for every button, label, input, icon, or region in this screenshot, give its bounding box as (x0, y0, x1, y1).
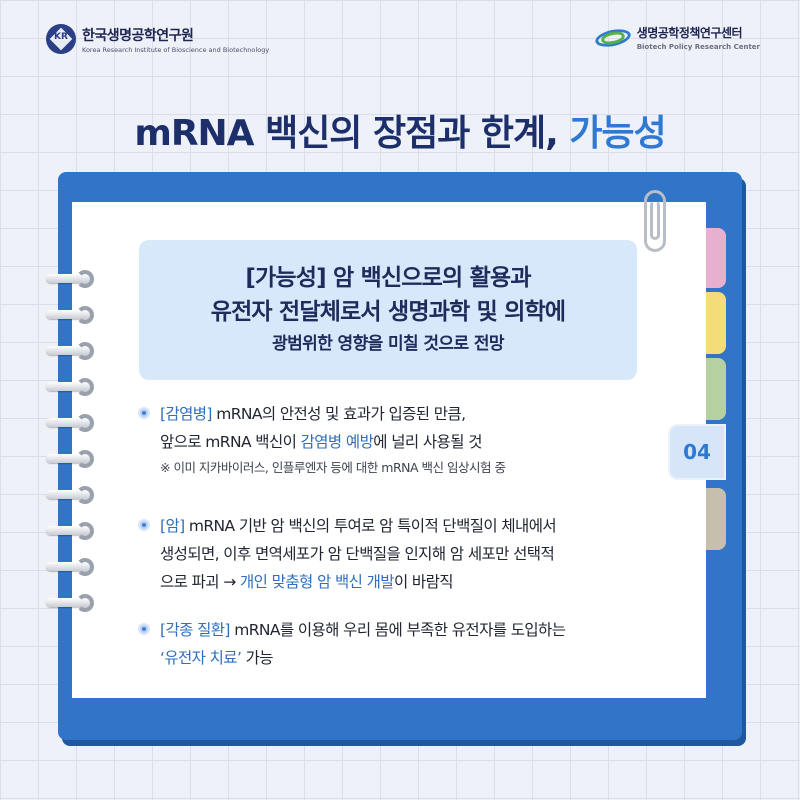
summary-line-2: 유전자 전달체로서 생명과학 및 의학에 (210, 299, 566, 325)
binder-tab-yellow (704, 292, 726, 354)
bullet-text: mRNA 기반 암 백신의 투여로 암 특이적 단백질이 체내에서 (184, 517, 557, 535)
bullet-tag: [감염병] (160, 405, 212, 423)
bullet-text: 생성되면, 이후 면역세포가 암 단백질을 인지해 암 세포만 선택적 (160, 545, 555, 563)
binder-ring-icon (46, 378, 98, 396)
bullet-dot-icon (138, 623, 150, 635)
binder-tab-green (704, 358, 726, 420)
bullet-keyword: 개인 맞춤형 암 백신 개발 (240, 573, 395, 591)
binder-ring-icon (46, 594, 98, 612)
binder-ring-icon (46, 450, 98, 468)
kribb-emblem-icon (46, 24, 76, 54)
bullet-infectious-disease: [감염병] mRNA의 안전성 및 효과가 입증된 만큼, 앞으로 mRNA 백… (138, 400, 506, 480)
bullet-keyword: 감염병 예방 (300, 433, 374, 451)
header: 한국생명공학연구원 Korea Research Institute of Bi… (0, 20, 800, 60)
kribb-name-ko: 한국생명공학연구원 (82, 27, 194, 44)
summary-box: [가능성] 암 백신으로의 활용과 유전자 전달체로서 생명과학 및 의학에 광… (139, 240, 637, 380)
binder-ring-icon (46, 270, 98, 288)
bullet-various-diseases: [각종 질환] mRNA를 이용해 우리 몸에 부족한 유전자를 도입하는 ‘유… (138, 616, 566, 672)
bullet-text: 이 바람직 (393, 573, 454, 591)
binder-ring-icon (46, 414, 98, 432)
bullet-dot-icon (138, 519, 150, 531)
bprc-logo: 생명공학정책연구센터 Biotech Policy Research Cente… (593, 24, 760, 51)
kribb-name-en: Korea Research Institute of Bioscience a… (82, 45, 270, 54)
summary-line-1: [가능성] 암 백신으로의 활용과 (245, 265, 531, 291)
bullet-cancer: [암] mRNA 기반 암 백신의 투여로 암 특이적 단백질이 체내에서 생성… (138, 512, 557, 596)
page-number-tab: 04 (668, 424, 726, 480)
binder-ring-icon (46, 558, 98, 576)
bullet-keyword: ‘유전자 치료’ (160, 649, 242, 667)
binder-ring-icon (46, 522, 98, 540)
bullet-text: 에 널리 사용될 것 (373, 433, 482, 451)
bullet-text: 가능 (241, 649, 274, 667)
bullet-dot-icon (138, 407, 150, 419)
binder-tab-pink (704, 228, 726, 288)
page-title: mRNA 백신의 장점과 한계, 가능성 (0, 104, 800, 156)
summary-line-3: 광범위한 영향을 미칠 것으로 전망 (272, 334, 504, 354)
bprc-name-en: Biotech Policy Research Center (636, 43, 760, 51)
page-title-main: mRNA 백신의 장점과 한계, (134, 113, 570, 154)
bullet-note: ※ 이미 지카바이러스, 인플루엔자 등에 대한 mRNA 백신 임상시험 중 (160, 460, 506, 475)
page-title-accent: 가능성 (569, 113, 666, 154)
paperclip-icon (644, 190, 666, 252)
bullet-text: mRNA를 이용해 우리 몸에 부족한 유전자를 도입하는 (229, 621, 566, 639)
kribb-logo: 한국생명공학연구원 Korea Research Institute of Bi… (46, 24, 269, 54)
binder-ring-icon (46, 306, 98, 324)
bullet-text: mRNA의 안전성 및 효과가 입증된 만큼, (211, 405, 466, 423)
bprc-emblem-icon (593, 25, 632, 50)
bprc-name-ko: 생명공학정책연구센터 (636, 26, 743, 40)
bullet-text: 앞으로 mRNA 백신이 (160, 433, 301, 451)
binder-tab-gray (704, 488, 726, 550)
bullet-text: 으로 파괴 → (160, 573, 241, 591)
binder-ring-icon (46, 342, 98, 360)
bullet-tag: [각종 질환] (160, 621, 230, 639)
bullet-tag: [암] (160, 517, 185, 535)
binder-ring-icon (46, 486, 98, 504)
